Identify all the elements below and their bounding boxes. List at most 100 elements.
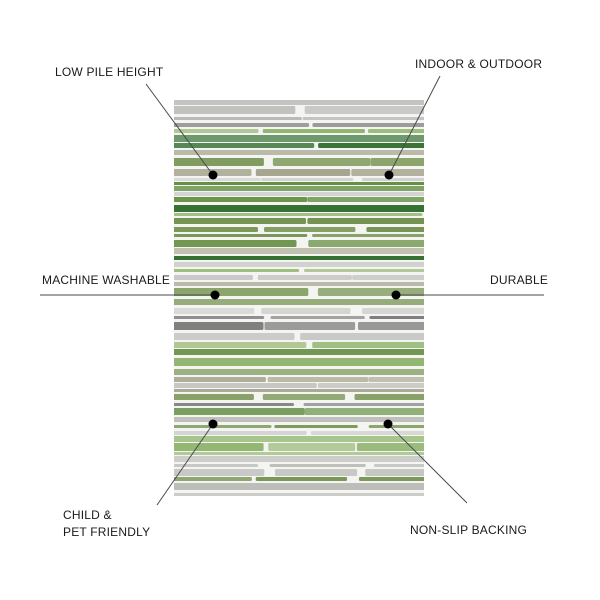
rug-stripe — [366, 227, 424, 232]
rug-stripe — [174, 169, 252, 176]
rug-stripe — [174, 477, 252, 481]
rug-stripe — [351, 169, 424, 176]
rug-stripe — [255, 477, 348, 481]
rug-stripe — [261, 308, 351, 314]
rug-stripe — [365, 469, 424, 476]
rug-stripe — [174, 349, 424, 355]
rug-stripe — [255, 169, 351, 176]
rug-stripe — [174, 443, 264, 451]
rug-stripe — [354, 394, 424, 400]
rug-stripe — [174, 158, 264, 166]
rug-stripe — [174, 456, 424, 462]
rug-stripe — [174, 262, 424, 267]
rug-stripe — [174, 275, 253, 280]
rug-stripe — [318, 143, 424, 148]
feature-label-child-pet-line2: PET FRIENDLY — [63, 525, 151, 539]
rug-stripe — [174, 213, 423, 216]
rug-stripe — [304, 269, 424, 272]
rug-stripe — [267, 377, 369, 382]
feature-label-indoor-outdoor: INDOOR & OUTDOOR — [415, 57, 543, 71]
rug-stripe — [300, 333, 424, 340]
rug-stripe — [174, 408, 305, 415]
rug-stripe — [373, 464, 424, 467]
rug-stripe — [174, 182, 424, 185]
rug-stripe — [174, 452, 424, 455]
rug-stripe — [361, 178, 424, 181]
rug-stripe — [312, 123, 424, 127]
rug-stripe — [174, 322, 264, 330]
rug-stripe — [362, 308, 424, 314]
rug-stripe — [368, 425, 424, 428]
rug-stripe — [174, 135, 424, 142]
feature-label-machine-washable: MACHINE WASHABLE — [42, 273, 171, 287]
rug-stripe — [174, 227, 258, 232]
rug-stripe — [358, 322, 424, 330]
rug-stripe — [264, 227, 356, 232]
rug-stripe — [174, 197, 308, 202]
rug-stripe — [174, 282, 424, 286]
rug-stripe — [174, 234, 308, 237]
rug-stripe — [174, 269, 300, 272]
rug-stripe — [317, 288, 424, 296]
feature-label-child-pet-friendly: CHILD & PET FRIENDLY — [63, 507, 150, 541]
rug-stripe — [370, 158, 424, 166]
feature-label-non-slip-backing: NON-SLIP BACKING — [410, 523, 528, 537]
rug-stripe — [358, 477, 424, 481]
rug-stripe — [174, 256, 424, 260]
rug-stripe — [174, 178, 261, 181]
rug-stripe — [262, 394, 346, 400]
rug-stripe — [174, 383, 317, 388]
rug-stripe — [302, 117, 424, 120]
rug-stripe — [174, 464, 259, 467]
rug-stripe — [367, 129, 424, 133]
rug-stripe — [272, 158, 371, 166]
rug-stripe — [308, 240, 424, 247]
rug-stripe — [307, 197, 424, 202]
rug-stripe — [174, 186, 424, 191]
rug-stripe — [174, 377, 266, 382]
rug-stripe — [310, 431, 424, 435]
rug-stripe — [174, 469, 265, 476]
rug-stripe — [174, 389, 424, 392]
striped-rug-image — [174, 100, 424, 496]
rug-stripe — [174, 143, 315, 148]
rug-stripe — [261, 178, 354, 181]
rug-stripe — [174, 240, 297, 247]
rug-stripe — [312, 234, 424, 237]
rug-stripe — [262, 129, 365, 133]
rug-stripe — [264, 322, 356, 330]
rug-stripe — [274, 425, 358, 428]
rug-stripe — [174, 129, 259, 133]
rug-stripe — [174, 192, 424, 196]
rug-stripe — [352, 275, 424, 280]
rug-stripe — [174, 150, 424, 155]
rug-stripe — [270, 316, 365, 319]
rug-stripe — [174, 308, 255, 314]
rug-stripe — [303, 403, 424, 406]
rug-stripe — [174, 205, 424, 212]
rug-stripe — [174, 100, 424, 105]
rug-stripe — [174, 425, 272, 428]
rug-stripe — [174, 483, 424, 490]
rug-stripe — [174, 333, 295, 340]
rug-stripe — [174, 394, 254, 400]
rug-stripe-pattern — [174, 100, 424, 496]
rug-stripe — [174, 123, 310, 127]
rug-stripe — [174, 403, 295, 406]
rug-stripe — [174, 288, 309, 296]
rug-stripe — [307, 218, 424, 224]
rug-stripe — [174, 299, 424, 305]
rug-stripe — [174, 218, 306, 224]
rug-stripe — [174, 436, 424, 442]
rug-stripe — [174, 316, 265, 319]
rug-stripe — [368, 377, 424, 382]
feature-label-durable: DURABLE — [490, 273, 549, 287]
rug-stripe — [174, 106, 296, 114]
rug-stripe — [304, 408, 424, 415]
rug-stripe — [174, 493, 424, 496]
rug-stripe — [174, 369, 424, 375]
rug-stripe — [174, 248, 424, 254]
rug-stripe — [257, 275, 352, 280]
feature-label-low-pile: LOW PILE HEIGHT — [55, 65, 164, 79]
rug-stripe — [174, 431, 307, 435]
